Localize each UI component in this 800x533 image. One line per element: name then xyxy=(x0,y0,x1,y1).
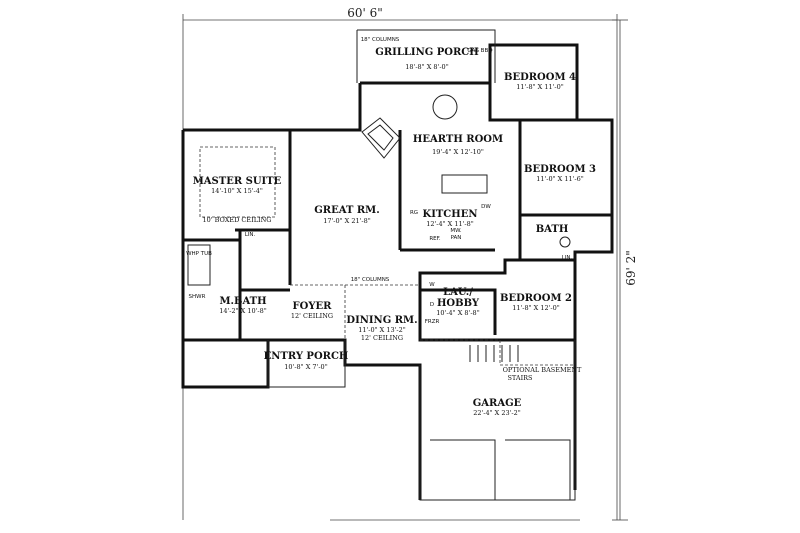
bedroom4-size: 11'-8" X 11'-0" xyxy=(516,83,564,91)
dining-table-icon xyxy=(432,94,458,120)
microwave-label: MW. xyxy=(450,228,462,234)
hearth-room-size: 19'-4" X 12'-10" xyxy=(432,148,484,156)
entry-porch-name: ENTRY PORCH xyxy=(264,351,349,362)
columns-note: 18" COLUMNS xyxy=(351,277,390,283)
grilling-porch-outline xyxy=(356,29,496,83)
basement-stairs-note-1: OPTIONAL BASEMENT xyxy=(503,366,582,374)
dimension-lines xyxy=(182,14,628,521)
depth-dimension: 69' 2" xyxy=(624,250,638,286)
fireplace-icon xyxy=(361,117,401,159)
linen-label: LIN. xyxy=(245,232,256,238)
dining-room-name: DINING RM. xyxy=(346,315,417,326)
grilling-porch-size: 18'-8" X 8'-0" xyxy=(405,63,448,71)
exterior-walls xyxy=(181,43,614,500)
master-bath-name: M.BATH xyxy=(219,296,266,307)
toilet-icon xyxy=(559,236,571,248)
foyer-name: FOYER xyxy=(293,301,333,312)
dishwasher-label: DW xyxy=(481,204,491,210)
bedroom4-name: BEDROOM 4 xyxy=(504,72,576,83)
laundry-hobby-size: 10'-4" X 8'-8" xyxy=(436,309,479,317)
great-room-name: GREAT RM. xyxy=(314,205,379,216)
laundry-name: LAU./ xyxy=(443,287,473,298)
hearth-room-name: HEARTH ROOM xyxy=(413,134,503,145)
hobby-name: HOBBY xyxy=(437,298,480,309)
grilling-porch-name: GRILLING PORCH xyxy=(375,47,478,58)
foyer-note: 12' CEILING xyxy=(291,312,333,320)
shower-label: SHWR xyxy=(189,294,206,300)
interior-walls xyxy=(183,83,612,342)
kitchen-name: KITCHEN xyxy=(423,209,478,220)
bedroom2-name: BEDROOM 2 xyxy=(500,293,572,304)
refrigerator-label: REF. xyxy=(429,236,441,242)
gas-bbq: GAS BBQ xyxy=(467,48,493,54)
freezer-label: FRZR xyxy=(425,319,440,325)
basement-stairs-note-2: STAIRS xyxy=(507,374,532,382)
master-suite-size: 14'-10" X 15'-4" xyxy=(211,187,263,195)
dining-room-note: 12' CEILING xyxy=(361,334,403,342)
dining-room-size: 11'-0" X 13'-2" xyxy=(358,326,406,334)
bath-name: BATH xyxy=(536,224,569,235)
bedroom3-size: 11'-0" X 11'-6" xyxy=(536,175,584,183)
garage-name: GARAGE xyxy=(473,398,522,409)
great-room-size: 17'-0" X 21'-8" xyxy=(323,217,371,225)
master-suite-name: MASTER SUITE xyxy=(193,176,282,187)
pantry-label: PAN xyxy=(451,235,462,241)
washer-label: W xyxy=(429,282,435,288)
kitchen-island-icon xyxy=(441,174,488,194)
linen-label-2: LIN. xyxy=(562,255,573,261)
entry-porch-size: 10'-8" X 7'-0" xyxy=(284,363,327,371)
master-suite-note: 10' BOXED CEILING xyxy=(203,216,272,224)
width-dimension: 60' 6" xyxy=(347,6,383,20)
dashed-lines xyxy=(199,146,575,366)
entry-porch-outline xyxy=(267,340,346,388)
range-label: RG xyxy=(410,210,418,216)
garage-size: 22'-4" X 23'-2" xyxy=(473,409,521,417)
tub-icon xyxy=(187,244,211,286)
kitchen-size: 12'-4" X 11'-8" xyxy=(426,220,474,228)
stairs-icon xyxy=(469,345,519,362)
bedroom2-size: 11'-8" X 12'-0" xyxy=(512,304,560,312)
master-bath-size: 14'-2" X 10'-8" xyxy=(219,307,267,315)
dryer-label: D xyxy=(430,302,434,308)
bedroom3-name: BEDROOM 3 xyxy=(524,164,596,175)
whirlpool-tub-label: WHP TUB xyxy=(186,251,212,257)
porch-columns-note: 18" COLUMNS xyxy=(361,37,400,43)
garage-outline xyxy=(419,340,576,501)
